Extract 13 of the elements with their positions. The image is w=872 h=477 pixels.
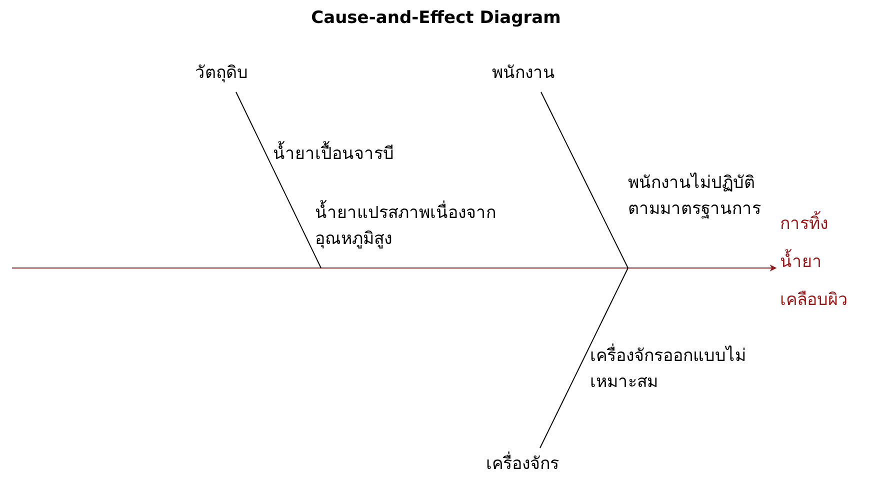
- category-label: เครื่องจักร: [486, 451, 596, 477]
- bone-line: [540, 92, 628, 268]
- cause-label: น้ำยาเปื้อนจารบี: [273, 141, 473, 167]
- effect-label: การทิ้งน้ำยาเคลือบผิว: [780, 205, 860, 319]
- bone-line: [236, 92, 322, 268]
- category-label: พนักงาน: [492, 60, 582, 86]
- cause-label: เครื่องจักรออกแบบไม่เหมาะสม: [590, 343, 755, 395]
- cause-label: น้ำยาแปรสภาพเนื่องจากอุณหภูมิสูง: [315, 200, 530, 252]
- spine-arrow: [12, 264, 777, 272]
- diagram-title: Cause-and-Effect Diagram: [310, 8, 562, 28]
- cause-label: พนักงานไม่ปฏิบัติตามมาตรฐานการ: [628, 172, 762, 221]
- bone-line: [540, 268, 628, 448]
- category-label: วัตถุดิบ: [195, 60, 285, 86]
